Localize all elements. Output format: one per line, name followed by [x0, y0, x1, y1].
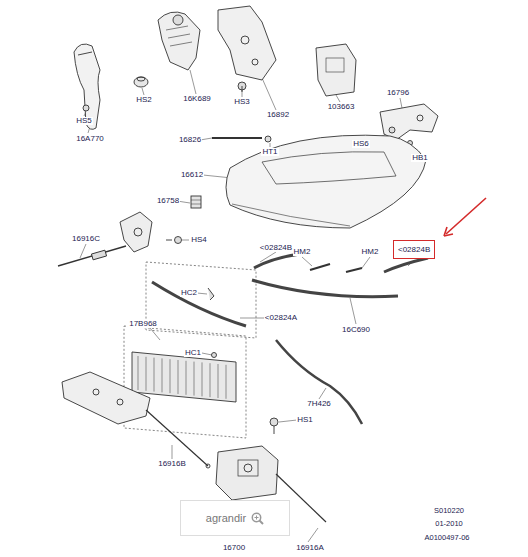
callout-number: HM2	[293, 248, 312, 256]
drawing-code: S010220	[433, 507, 465, 515]
callout-number: 16916C	[71, 235, 101, 243]
callout-number: 103663	[327, 103, 356, 111]
callout-number: 16796	[386, 89, 410, 97]
callout-number: HS2	[135, 96, 153, 104]
callout-number: HC2	[180, 289, 198, 297]
node-text: <02824B	[398, 246, 430, 254]
callout-number: HS1	[296, 416, 314, 424]
callout-number: 16K689	[182, 95, 212, 103]
callout-number: HS4	[190, 236, 208, 244]
callout-number: 16612	[180, 171, 204, 179]
callout-number: 16892	[266, 111, 290, 119]
callout-number: 16916B	[157, 460, 187, 468]
callout-number: HT1	[261, 148, 278, 156]
callout-number: 16700	[222, 544, 246, 552]
callout-number: 16758	[156, 197, 180, 205]
callout-number: 16A770	[75, 135, 105, 143]
callout-number: 16826	[178, 136, 202, 144]
callout-number: HS5	[75, 117, 93, 125]
callout-number: HS3	[233, 98, 251, 106]
callout-number: HB1	[411, 154, 429, 162]
callout-number: HM2	[361, 248, 380, 256]
callout-number: 17B968	[128, 320, 158, 328]
callout-number: 16C690	[341, 326, 371, 334]
node-text: agrandir	[206, 513, 246, 524]
drawing-code: A0100497-06	[423, 534, 470, 542]
callout-number: HC1	[184, 349, 202, 357]
drawing-code: 01-2010	[434, 520, 464, 528]
zoom-button: agrandir	[180, 500, 290, 536]
callout-number: 16916A	[295, 544, 325, 552]
callout-number: <02824B	[259, 244, 293, 252]
highlight-box: <02824B	[393, 240, 435, 259]
callout-number: <02824A	[264, 314, 298, 322]
zoom-icon	[251, 512, 264, 525]
callout-number: HS6	[352, 140, 370, 148]
callout-number: 7H426	[306, 400, 332, 408]
